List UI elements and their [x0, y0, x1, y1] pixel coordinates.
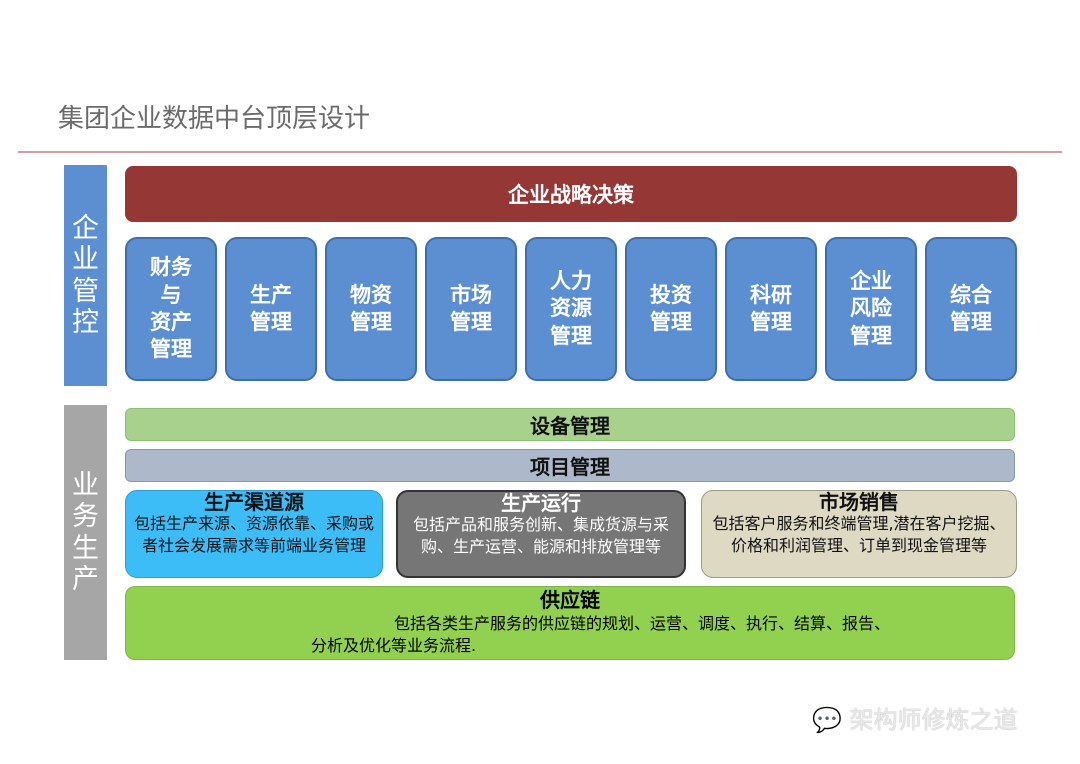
- block-title: 生产运行: [501, 491, 581, 515]
- watermark: 💬 架构师修炼之道: [812, 700, 1018, 735]
- module-label-line: 企业: [850, 269, 892, 294]
- module-label-line: 管理: [550, 323, 592, 348]
- module-label-line: 投资: [650, 282, 692, 307]
- module-label-line: 管理: [950, 310, 992, 334]
- module-box: 综合管理: [925, 237, 1017, 381]
- module-label-line: 管理: [250, 310, 292, 334]
- side-char: 产: [72, 563, 99, 595]
- module-label-line: 人力: [550, 269, 592, 294]
- module-label-line: 管理: [650, 310, 692, 334]
- side-char: 企: [72, 213, 99, 245]
- module-label-line: 科研: [750, 282, 792, 307]
- module-box: 生产管理: [225, 237, 317, 381]
- module-label-line: 管理: [350, 310, 392, 334]
- module-label-line: 市场: [450, 282, 492, 307]
- module-label-line: 物资: [350, 282, 392, 307]
- page-title: 集团企业数据中台顶层设计: [58, 104, 371, 134]
- module-box: 市场管理: [425, 237, 517, 381]
- module-box: 物资管理: [325, 237, 417, 381]
- wechat-icon: 💬: [812, 706, 842, 734]
- module-label-line: 管理: [750, 310, 792, 334]
- block-production-channel: 生产渠道源 包括生产来源、资源依靠、采购或者社会发展需求等前端业务管理: [125, 490, 383, 578]
- supply-desc-line2: 分析及优化等业务流程.: [311, 636, 477, 655]
- side-char: 生: [72, 532, 99, 564]
- module-box: 企业风险管理: [825, 237, 917, 381]
- supply-desc-line1: 包括各类生产服务的供应链的规划、运营、调度、执行、结算、报告、: [394, 614, 891, 633]
- block-desc: 包括客户服务和终端管理,潜在客户挖掘、价格和利润管理、订单到现金管理等: [712, 514, 1006, 555]
- module-label-line: 资产: [150, 310, 192, 334]
- module-label-line: 与: [160, 282, 182, 307]
- strategy-bar: 企业战略决策: [125, 166, 1017, 222]
- watermark-text: 架构师修炼之道: [849, 706, 1018, 734]
- block-desc: 包括产品和服务创新、集成货源与采购、生产运营、能源和排放管理等: [412, 515, 669, 556]
- side-char: 控: [72, 306, 99, 338]
- module-label-line: 风险: [850, 296, 892, 321]
- module-label-line: 财务: [150, 255, 192, 280]
- module-box: 投资管理: [625, 237, 717, 381]
- equipment-bar: 设备管理: [125, 408, 1015, 441]
- side-label-enterprise-control: 企业管控: [64, 165, 107, 386]
- module-label-line: 管理: [450, 310, 492, 334]
- block-desc: 包括生产来源、资源依靠、采购或者社会发展需求等前端业务管理: [134, 514, 375, 555]
- module-label-line: 综合: [950, 282, 992, 307]
- title-divider: [18, 151, 1062, 153]
- block-production-operation: 生产运行 包括产品和服务创新、集成货源与采购、生产运营、能源和排放管理等: [396, 490, 686, 578]
- block-title: 生产渠道源: [204, 490, 304, 514]
- supply-chain-block: 供应链 包括各类生产服务的供应链的规划、运营、调度、执行、结算、报告、 分析及优…: [125, 586, 1015, 660]
- module-label-line: 生产: [250, 282, 292, 307]
- module-label-line: 资源: [550, 296, 592, 321]
- side-label-business-production: 业务生产: [64, 405, 107, 660]
- side-char: 管: [72, 275, 99, 307]
- module-label-line: 管理: [150, 337, 192, 362]
- side-char: 业: [72, 244, 99, 276]
- module-label-line: 管理: [850, 323, 892, 348]
- block-market-sales: 市场销售 包括客户服务和终端管理,潜在客户挖掘、价格和利润管理、订单到现金管理等: [701, 490, 1017, 578]
- supply-title: 供应链: [540, 588, 600, 612]
- side-char: 业: [72, 470, 99, 502]
- module-box: 人力资源管理: [525, 237, 617, 381]
- block-title: 市场销售: [819, 490, 899, 514]
- module-box: 财务与资产管理: [125, 237, 217, 381]
- project-bar: 项目管理: [125, 449, 1015, 482]
- module-box: 科研管理: [725, 237, 817, 381]
- side-char: 务: [72, 501, 99, 533]
